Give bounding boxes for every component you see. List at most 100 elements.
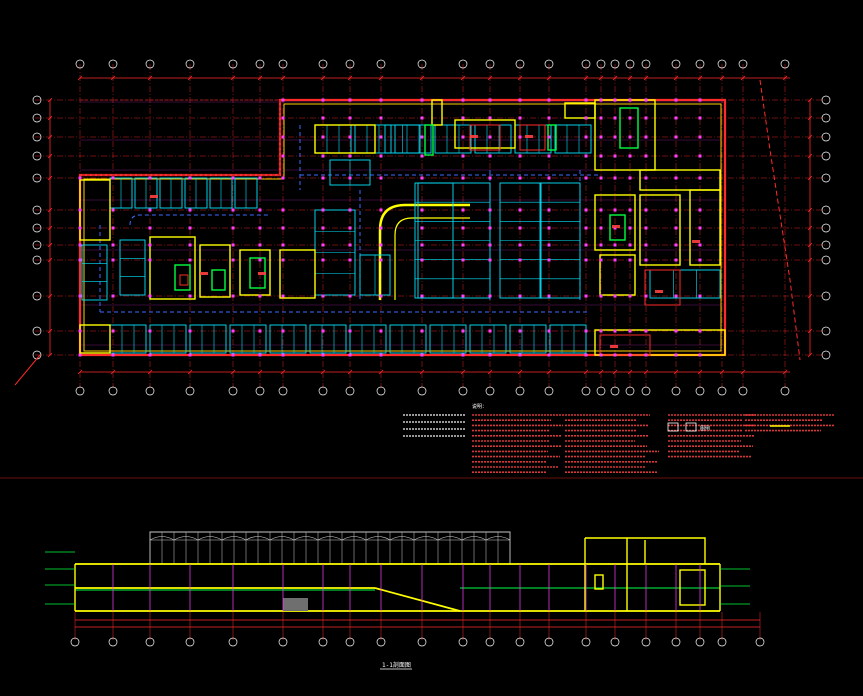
dim-tick-top [230,75,236,81]
column [584,294,588,298]
stall-block [234,177,258,209]
axis-bubble-right [821,255,831,265]
stall-block [649,269,721,299]
column [281,294,285,298]
axis-bubble-top [780,59,790,69]
column [613,353,617,357]
room-tag [692,240,700,243]
structural-columns [78,98,702,357]
column [348,98,352,102]
section-axis-bubble [515,637,525,647]
dim-tick-bottom [460,369,466,375]
column [111,329,115,333]
section-walls [74,537,721,611]
column [188,294,192,298]
axis-bubble-left [32,132,42,142]
column [698,154,702,158]
column [547,353,551,357]
dim-tick-top [257,75,263,81]
column [518,154,522,158]
column [148,208,152,212]
column [628,176,632,180]
column [599,258,603,262]
column [698,116,702,120]
axis-bubble-bottom [717,386,727,396]
dim-tick-right [807,225,813,231]
column [379,154,383,158]
stall-outline [417,182,454,299]
column [644,176,648,180]
column [78,226,82,230]
column [547,135,551,139]
dim-tick-bottom [487,369,493,375]
stall-outline [509,324,547,354]
stall-block [159,177,183,209]
dim-tick-bottom [419,369,425,375]
dim-tick-top [673,75,679,81]
axis-bubble-bottom [228,386,238,396]
dim-tick-bottom [697,369,703,375]
site-boundary-left [14,354,41,386]
column [148,353,152,357]
dim-tick-top [460,75,466,81]
column [281,329,285,333]
column [281,258,285,262]
stair-cores [174,107,639,291]
column [231,176,235,180]
column [547,258,551,262]
dim-tick-bottom [719,369,725,375]
column [644,329,648,333]
axis-bubble-bottom [376,386,386,396]
column [148,176,152,180]
column [281,176,285,180]
column [644,353,648,357]
general-notes: 说明： 图例 [403,403,835,474]
axis-bubble-top [544,59,554,69]
column [518,116,522,120]
dim-tick-top [627,75,633,81]
axis-bubble-right [821,350,831,360]
truss-arch [413,536,439,541]
column [78,208,82,212]
column [420,243,424,247]
ramp-curve-inner [394,217,470,300]
column [258,176,262,180]
dim-tick-top [77,75,83,81]
column [258,294,262,298]
column [644,154,648,158]
stall-block [359,254,391,296]
dim-tick-top [740,75,746,81]
column [599,329,603,333]
axis-bubble-bottom [417,386,427,396]
legend-symbol-1 [667,422,679,432]
column [518,243,522,247]
column [584,98,588,102]
stall-block [349,324,387,354]
dim-tick-right [807,328,813,334]
column [321,154,325,158]
column [188,208,192,212]
axis-bubble-top [278,59,288,69]
column [420,98,424,102]
section-axis-bubble [345,637,355,647]
dim-tick-right [807,175,813,181]
column [420,208,424,212]
dimension-ticks [47,75,813,375]
column [231,294,235,298]
roof-truss [149,532,511,564]
column [584,135,588,139]
column [547,226,551,230]
dim-tick-left [47,352,53,358]
dim-tick-top [782,75,788,81]
column [488,135,492,139]
stall-outline [554,124,592,154]
column [613,176,617,180]
column [628,208,632,212]
column [281,135,285,139]
axis-bubble-top [185,59,195,69]
section-axis-bubble [458,637,468,647]
section-axis-bubble [610,637,620,647]
room-tag [470,135,478,138]
column [348,353,352,357]
